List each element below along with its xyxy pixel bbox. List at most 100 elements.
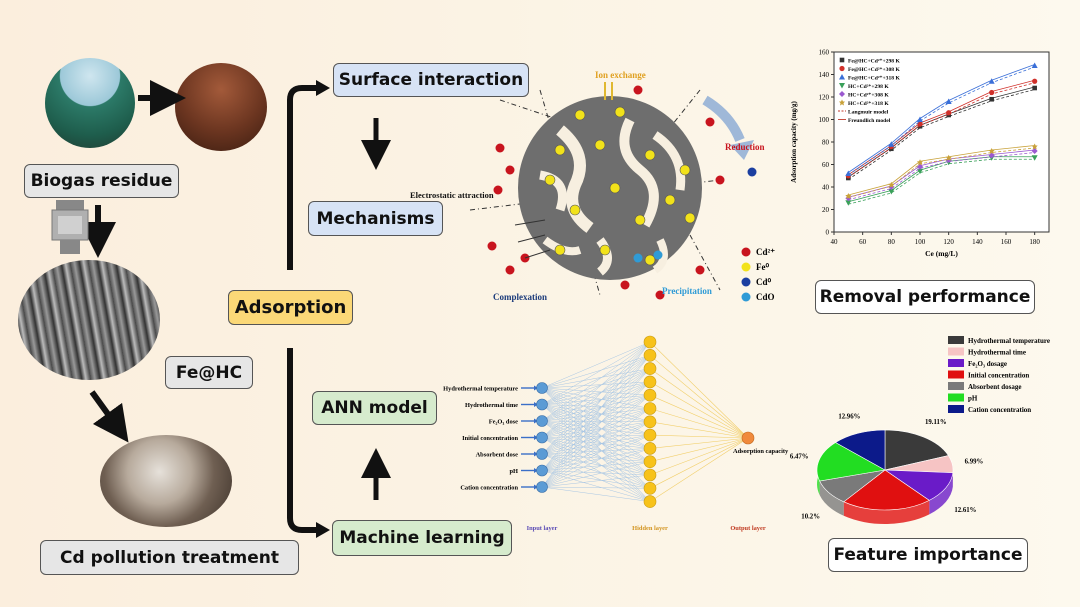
plot-area (833, 51, 1050, 233)
langmuir-fit-line (848, 152, 1035, 201)
legend-marker (741, 262, 751, 272)
legend-label: Absorbent dosage (968, 383, 1021, 391)
connection (649, 394, 749, 439)
pie-slice-label: 12.61% (954, 507, 976, 514)
legend-marker (741, 292, 751, 302)
connection (541, 341, 651, 488)
connection (649, 381, 749, 439)
chart-legend: Fe@HC+Cd²⁺+298 KFe@HC+Cd²⁺+308 KFe@HC+Cd… (838, 58, 900, 124)
langmuir-fit-line (848, 89, 1035, 180)
hidden-layer-label: Hidden layer (632, 525, 668, 532)
y-tick-label: 60 (822, 161, 830, 169)
surface-interaction-box: Surface interaction (333, 63, 529, 97)
connection (541, 461, 651, 471)
x-tick-label: 80 (888, 238, 896, 246)
bracket-top-arrowhead (316, 80, 330, 96)
input-arrowhead (534, 402, 538, 407)
connection (541, 408, 651, 488)
connection (649, 434, 749, 439)
legend-label: Langmuir model (848, 110, 889, 116)
y-tick-label: 20 (822, 206, 830, 214)
data-point (839, 91, 845, 97)
connection (541, 421, 651, 455)
connection (541, 437, 651, 476)
pie-slice-side (929, 472, 953, 515)
connection (541, 453, 651, 489)
complexation-groups (514, 219, 551, 259)
data-point (945, 98, 952, 104)
connection (649, 437, 749, 462)
langmuir-fit-line (848, 158, 1035, 205)
input-node (536, 481, 548, 493)
data-point (839, 65, 845, 72)
input-arrowhead (534, 468, 538, 473)
data-point (1031, 155, 1038, 161)
connection (541, 470, 651, 476)
connection (541, 394, 651, 455)
freundlich-fit-line (848, 86, 1035, 178)
x-tick-label: 120 (943, 238, 954, 246)
langmuir-fit-line (848, 147, 1035, 198)
pie-slice (884, 429, 949, 471)
input-arrowhead (534, 435, 538, 440)
input-arrowhead (534, 418, 538, 424)
cd-pollution-photo (100, 435, 232, 527)
legend-label: pH (968, 395, 978, 403)
pie-slice-label: 6.99% (965, 458, 984, 465)
data-point (888, 189, 895, 195)
pie-slice (834, 429, 886, 471)
legend-label: Hydrothermal time (968, 349, 1026, 357)
legend-label: Fe@HC+Cd²⁺+308 K (848, 66, 900, 73)
input-feature-label: Initial concentration (462, 435, 518, 442)
bracket-top (287, 85, 318, 270)
hidden-node (643, 402, 657, 415)
connection (541, 474, 651, 488)
hidden-node (643, 428, 657, 442)
data-point (988, 78, 995, 84)
connection (541, 355, 651, 438)
ann-model-box: ANN model (312, 391, 437, 425)
data-point (845, 170, 852, 176)
biogas-residue-photo (175, 63, 267, 151)
connection (541, 381, 651, 438)
hidden-node (643, 482, 657, 495)
connection (541, 434, 651, 438)
precipitation-label: Precipitation (662, 286, 712, 296)
sem-image-photo (18, 260, 160, 380)
input-layer-label: Input layer (527, 525, 558, 532)
hidden-node (643, 415, 657, 429)
legend-label: HC+Cd²⁺+308 K (848, 92, 889, 99)
input-node (536, 448, 548, 460)
ion-exchange-arrows (604, 82, 613, 100)
input-node (536, 464, 548, 477)
reduction-label: Reduction (725, 142, 765, 152)
pie-slice (816, 442, 886, 482)
connection (541, 381, 651, 488)
legend-swatch (948, 382, 964, 390)
fe0-particles (544, 106, 696, 266)
connection (541, 341, 651, 422)
data-point (917, 159, 923, 166)
connection (541, 394, 651, 471)
input-feature-label: Fe₂O₃ dose (489, 419, 518, 426)
connection (541, 434, 651, 488)
data-point (917, 121, 923, 127)
legend-label: Freundlich model (848, 118, 891, 124)
input-node (536, 398, 548, 411)
connection (541, 437, 651, 449)
connection (541, 408, 651, 471)
connection (541, 341, 651, 471)
legend-label: HC+Cd²⁺+298 K (848, 83, 889, 90)
x-tick-label: 140 (972, 238, 983, 246)
connection (541, 453, 651, 462)
legend-label: Fe@HC+Cd²⁺+318 K (848, 75, 900, 82)
data-point (839, 83, 845, 89)
connection (541, 437, 651, 462)
data-point (945, 154, 952, 161)
pie-slice (843, 469, 930, 511)
connection (541, 421, 651, 488)
series-star (845, 143, 1038, 199)
connection (541, 395, 651, 488)
x-tick-label: 100 (915, 238, 926, 246)
